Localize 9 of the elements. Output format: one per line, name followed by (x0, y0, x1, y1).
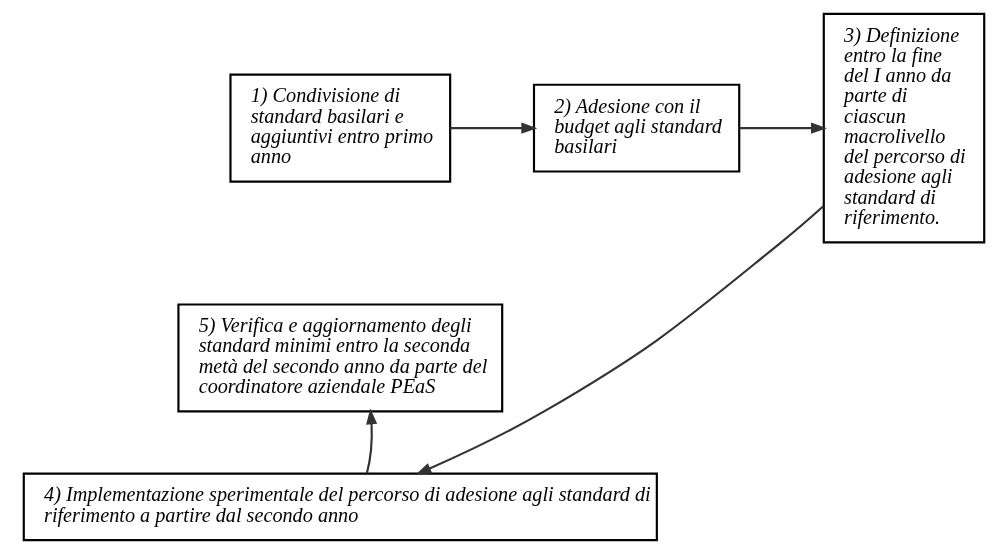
arrow (450, 122, 538, 134)
node-box: 2) Adesione con il budget agli standard basilari (532, 83, 741, 173)
arrow (365, 408, 378, 474)
arrow (739, 122, 827, 134)
node-box: 3) Definizione entro la fine del I anno da parte di ciascun macrolivello del percorso di adesione agli standard di riferimento. (822, 12, 986, 244)
node-box: 1) Condivisione di standard basilari e aggiuntivi entro primo anno (229, 73, 452, 183)
node-box: 5) Verifica e aggiornamento degli standard minimi entro la seconda metà del secondo anno da parte del coordinatore aziendale PEaS (177, 303, 504, 413)
node-box: 4) Implementazione sperimentale del percorso di adesione agli standard di riferimento a partire dal secondo anno (22, 472, 658, 542)
arrow (415, 205, 824, 475)
